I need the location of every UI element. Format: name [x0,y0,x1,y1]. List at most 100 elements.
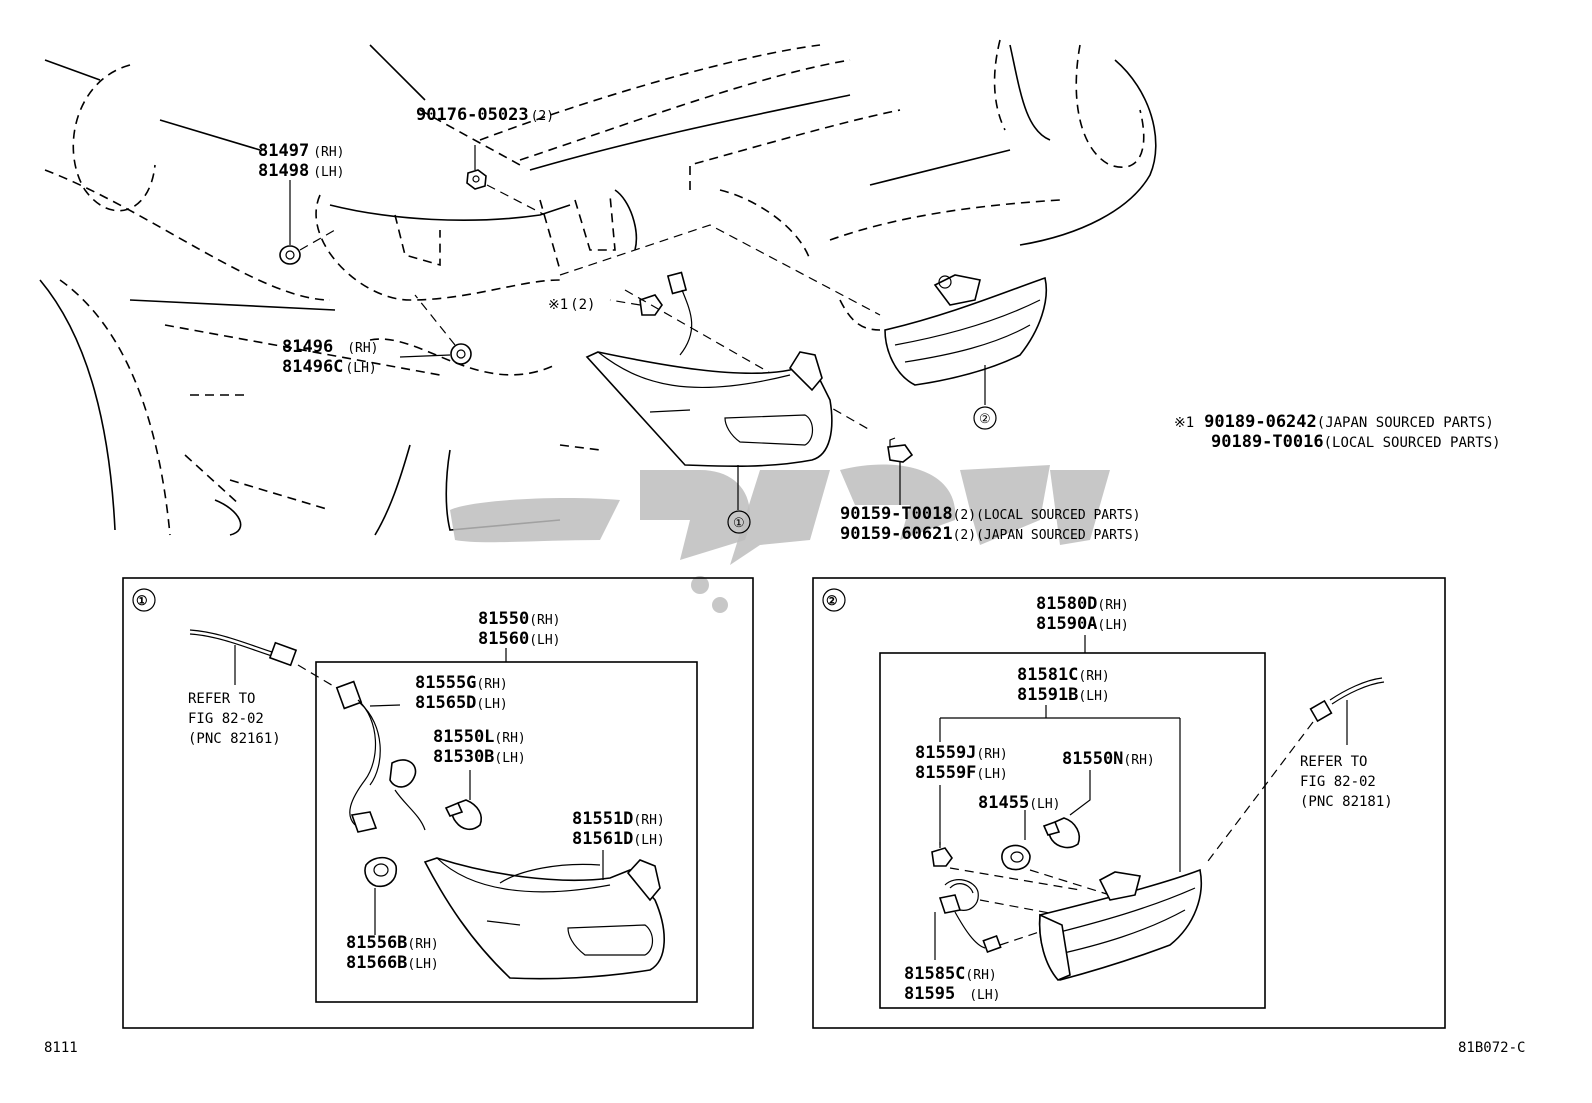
box2-refer-2: FIG 82-02 [1300,774,1376,790]
svg-text:81559F(LH): 81559F(LH) [915,763,1008,783]
svg-text:81556B(RH): 81556B(RH) [346,933,439,953]
svg-text:81585C(RH): 81585C(RH) [904,964,997,984]
svg-text:90159-T0018(2)(LOCAL SOURCED P: 90159-T0018(2)(LOCAL SOURCED PARTS) [840,504,1140,524]
svg-text:81550L(RH): 81550L(RH) [433,727,526,747]
box1-socket-wire[interactable] [335,680,426,833]
svg-text:81455(LH): 81455(LH) [978,793,1061,813]
label-81550l: 81550L [433,727,494,747]
svg-text:81581C(RH): 81581C(RH) [1017,665,1110,685]
label-81566b: 81566B [346,953,407,973]
label-81581c: 81581C [1017,665,1078,685]
label-81585c: 81585C [904,964,965,984]
box1-holder[interactable] [364,856,398,888]
label-81559f: 81559F [915,763,976,783]
label-81496: 81496 [282,337,333,357]
label-81497-side: (RH) [313,145,344,160]
footnote-num-1: 90189-06242 [1204,412,1317,432]
footnote-note-2: (LOCAL SOURCED PARTS) [1324,435,1501,451]
box-2-callout-circle [822,588,846,612]
box2-socket[interactable] [931,842,953,867]
svg-text:81560(LH): 81560(LH) [478,629,561,649]
wire-connector [666,271,693,356]
callout-circle-2 [973,406,997,430]
footer-right-code: 81B072-C [1458,1040,1525,1056]
label-81561d-side: (LH) [633,833,664,848]
label-90159a: 90159-T0018 [840,504,953,524]
box-2-inner-frame [879,652,1266,1009]
grommet-81497[interactable] [279,245,301,265]
label-81559f-side: (LH) [976,767,1007,782]
car-body-outline [39,39,1157,536]
label-81556b: 81556B [346,933,407,953]
svg-text:81590A(LH): 81590A(LH) [1036,614,1129,634]
svg-text:81497(RH): 81497(RH) [258,141,345,161]
box1-ref-connector [268,641,298,667]
main-callout-1: ① [733,516,745,531]
callout-circle-1 [727,510,751,534]
box2-lens[interactable] [1038,868,1202,981]
box2-bulb[interactable] [1042,817,1080,849]
box2-wire[interactable] [938,879,1002,954]
svg-text:81595(LH): 81595(LH) [904,984,1001,1004]
footer-left-code: 8111 [44,1040,78,1056]
label-81591b: 81591B [1017,685,1078,705]
svg-text:81561D(LH): 81561D(LH) [572,829,665,849]
label-90159b-qty: (2) [953,528,976,543]
svg-text:81498(LH): 81498 (LH) [258,161,345,181]
box2-ref-connector [1309,699,1333,723]
svg-text:81591B(LH): 81591B(LH) [1017,685,1110,705]
svg-text:81530B(LH): 81530B(LH) [433,747,526,767]
label-81496-side: (RH) [347,341,378,356]
label-81555g: 81555G [415,673,476,693]
box-2-callout: ② [826,594,838,609]
label-81530b: 81530B [433,747,494,767]
svg-text:90189-T0016(LOCAL SOURCED PART: 90189-T0016(LOCAL SOURCED PARTS) [1211,432,1501,452]
box-2-labels: ② 81580D(RH) 81590A(LH) 81581C(RH) 81591… [826,594,1393,1004]
label-81550n-side: (RH) [1123,753,1154,768]
label-81591b-side: (LH) [1078,689,1109,704]
label-81550l-side: (RH) [494,731,525,746]
label-81496c-side: (LH) [345,361,376,376]
label-81498: 81498 [258,161,309,181]
label-81560: 81560 [478,629,529,649]
label-81590a-side: (LH) [1097,618,1128,633]
label-81560-side: (LH) [529,633,560,648]
box1-lens[interactable] [423,857,665,980]
label-81550-side: (RH) [529,613,560,628]
inner-lamp-assembly[interactable] [884,274,1048,386]
nut-90176[interactable] [466,169,487,190]
grommet-81496[interactable] [450,343,472,365]
screw-90159[interactable] [887,437,914,463]
label-81580d: 81580D [1036,594,1097,614]
label-90159b: 90159-60621 [840,524,953,544]
label-90176: 90176-05023 [416,105,529,125]
svg-text:81496(RH): 81496 (RH) [282,337,379,357]
svg-text:※1(2): ※1(2) [548,297,595,313]
svg-text:81551D(RH): 81551D(RH) [572,809,665,829]
label-81595: 81595 [904,984,955,1004]
box-1-callout: ① [136,594,148,609]
label-81498-side: (LH) [313,165,344,180]
label-90176-qty: (2) [531,109,554,124]
label-81565d: 81565D [415,693,476,713]
svg-text:81550N(RH): 81550N(RH) [1062,749,1155,769]
box-1-callout-circle [132,588,156,612]
label-81551d-side: (RH) [633,813,664,828]
label-81580d-side: (RH) [1097,598,1128,613]
box1-bulb[interactable] [444,799,482,831]
svg-text:81496C(LH): 81496C(LH) [282,357,377,377]
box2-socket-2[interactable] [1001,844,1031,871]
label-81455-side: (LH) [1029,797,1060,812]
footnote-mark: ※1 [1174,415,1194,431]
box2-refer-1: REFER TO [1300,754,1367,770]
label-81559j-side: (RH) [976,747,1007,762]
svg-text:81580D(RH): 81580D(RH) [1036,594,1129,614]
label-81561d: 81561D [572,829,633,849]
footnote-note-1: (JAPAN SOURCED PARTS) [1317,415,1494,431]
box1-refer-2: FIG 82-02 [188,711,264,727]
outer-lamp-assembly[interactable] [585,351,833,468]
box2-refer-3: (PNC 82181) [1300,794,1393,810]
box-1-frame [122,577,754,1029]
